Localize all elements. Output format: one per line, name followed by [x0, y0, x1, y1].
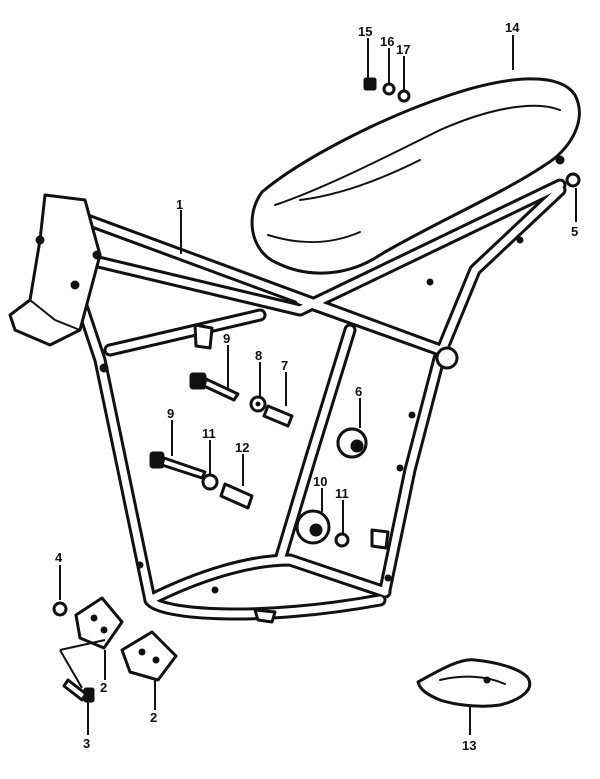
callout-3: 3: [83, 736, 90, 751]
callout-1: 1: [176, 197, 183, 212]
callout-11: 11: [202, 426, 216, 441]
callout-numbers: 1 2 2 3 4 5 6 7 8 9 9 10 11 11 12 13 14 …: [55, 20, 578, 753]
footrest-bracket-left[interactable]: [74, 596, 124, 650]
rubber-bush[interactable]: [336, 427, 368, 459]
tool-bag[interactable]: [416, 658, 532, 708]
footrest-bracket-right[interactable]: [120, 630, 178, 682]
leader-lines: [59, 35, 577, 735]
callout-11: 11: [335, 486, 349, 501]
callout-2: 2: [150, 710, 157, 725]
callout-8: 8: [255, 348, 262, 363]
lower-washer[interactable]: [201, 473, 219, 491]
lower-rubber-bush[interactable]: [295, 509, 331, 545]
frame[interactable]: [8, 155, 567, 624]
callout-10: 10: [313, 474, 327, 489]
seat-bolt[interactable]: [363, 77, 377, 91]
callout-13: 13: [462, 738, 476, 753]
callout-9: 9: [167, 406, 174, 421]
callout-7: 7: [281, 358, 288, 373]
upper-washer[interactable]: [249, 395, 267, 413]
seat-rail-nut[interactable]: [565, 172, 581, 188]
upper-spacer[interactable]: [262, 404, 294, 428]
callout-2: 2: [100, 680, 107, 695]
upper-engine-bolt[interactable]: [189, 372, 240, 402]
callout-5: 5: [571, 224, 578, 239]
lower-washer-right[interactable]: [334, 532, 350, 548]
callout-16: 16: [380, 34, 394, 49]
callout-12: 12: [235, 440, 249, 455]
bracket-bolt[interactable]: [62, 678, 95, 703]
lower-spacer[interactable]: [219, 482, 254, 510]
callout-17: 17: [396, 42, 410, 57]
lower-engine-bolt[interactable]: [149, 451, 207, 480]
seat-nut[interactable]: [397, 89, 411, 103]
callout-15: 15: [358, 24, 372, 39]
seat[interactable]: [250, 77, 581, 275]
bracket-nut[interactable]: [52, 601, 68, 617]
callout-14: 14: [505, 20, 520, 35]
seat-washer[interactable]: [382, 82, 396, 96]
callout-6: 6: [355, 384, 362, 399]
callout-4: 4: [55, 550, 63, 565]
callout-9: 9: [223, 331, 230, 346]
